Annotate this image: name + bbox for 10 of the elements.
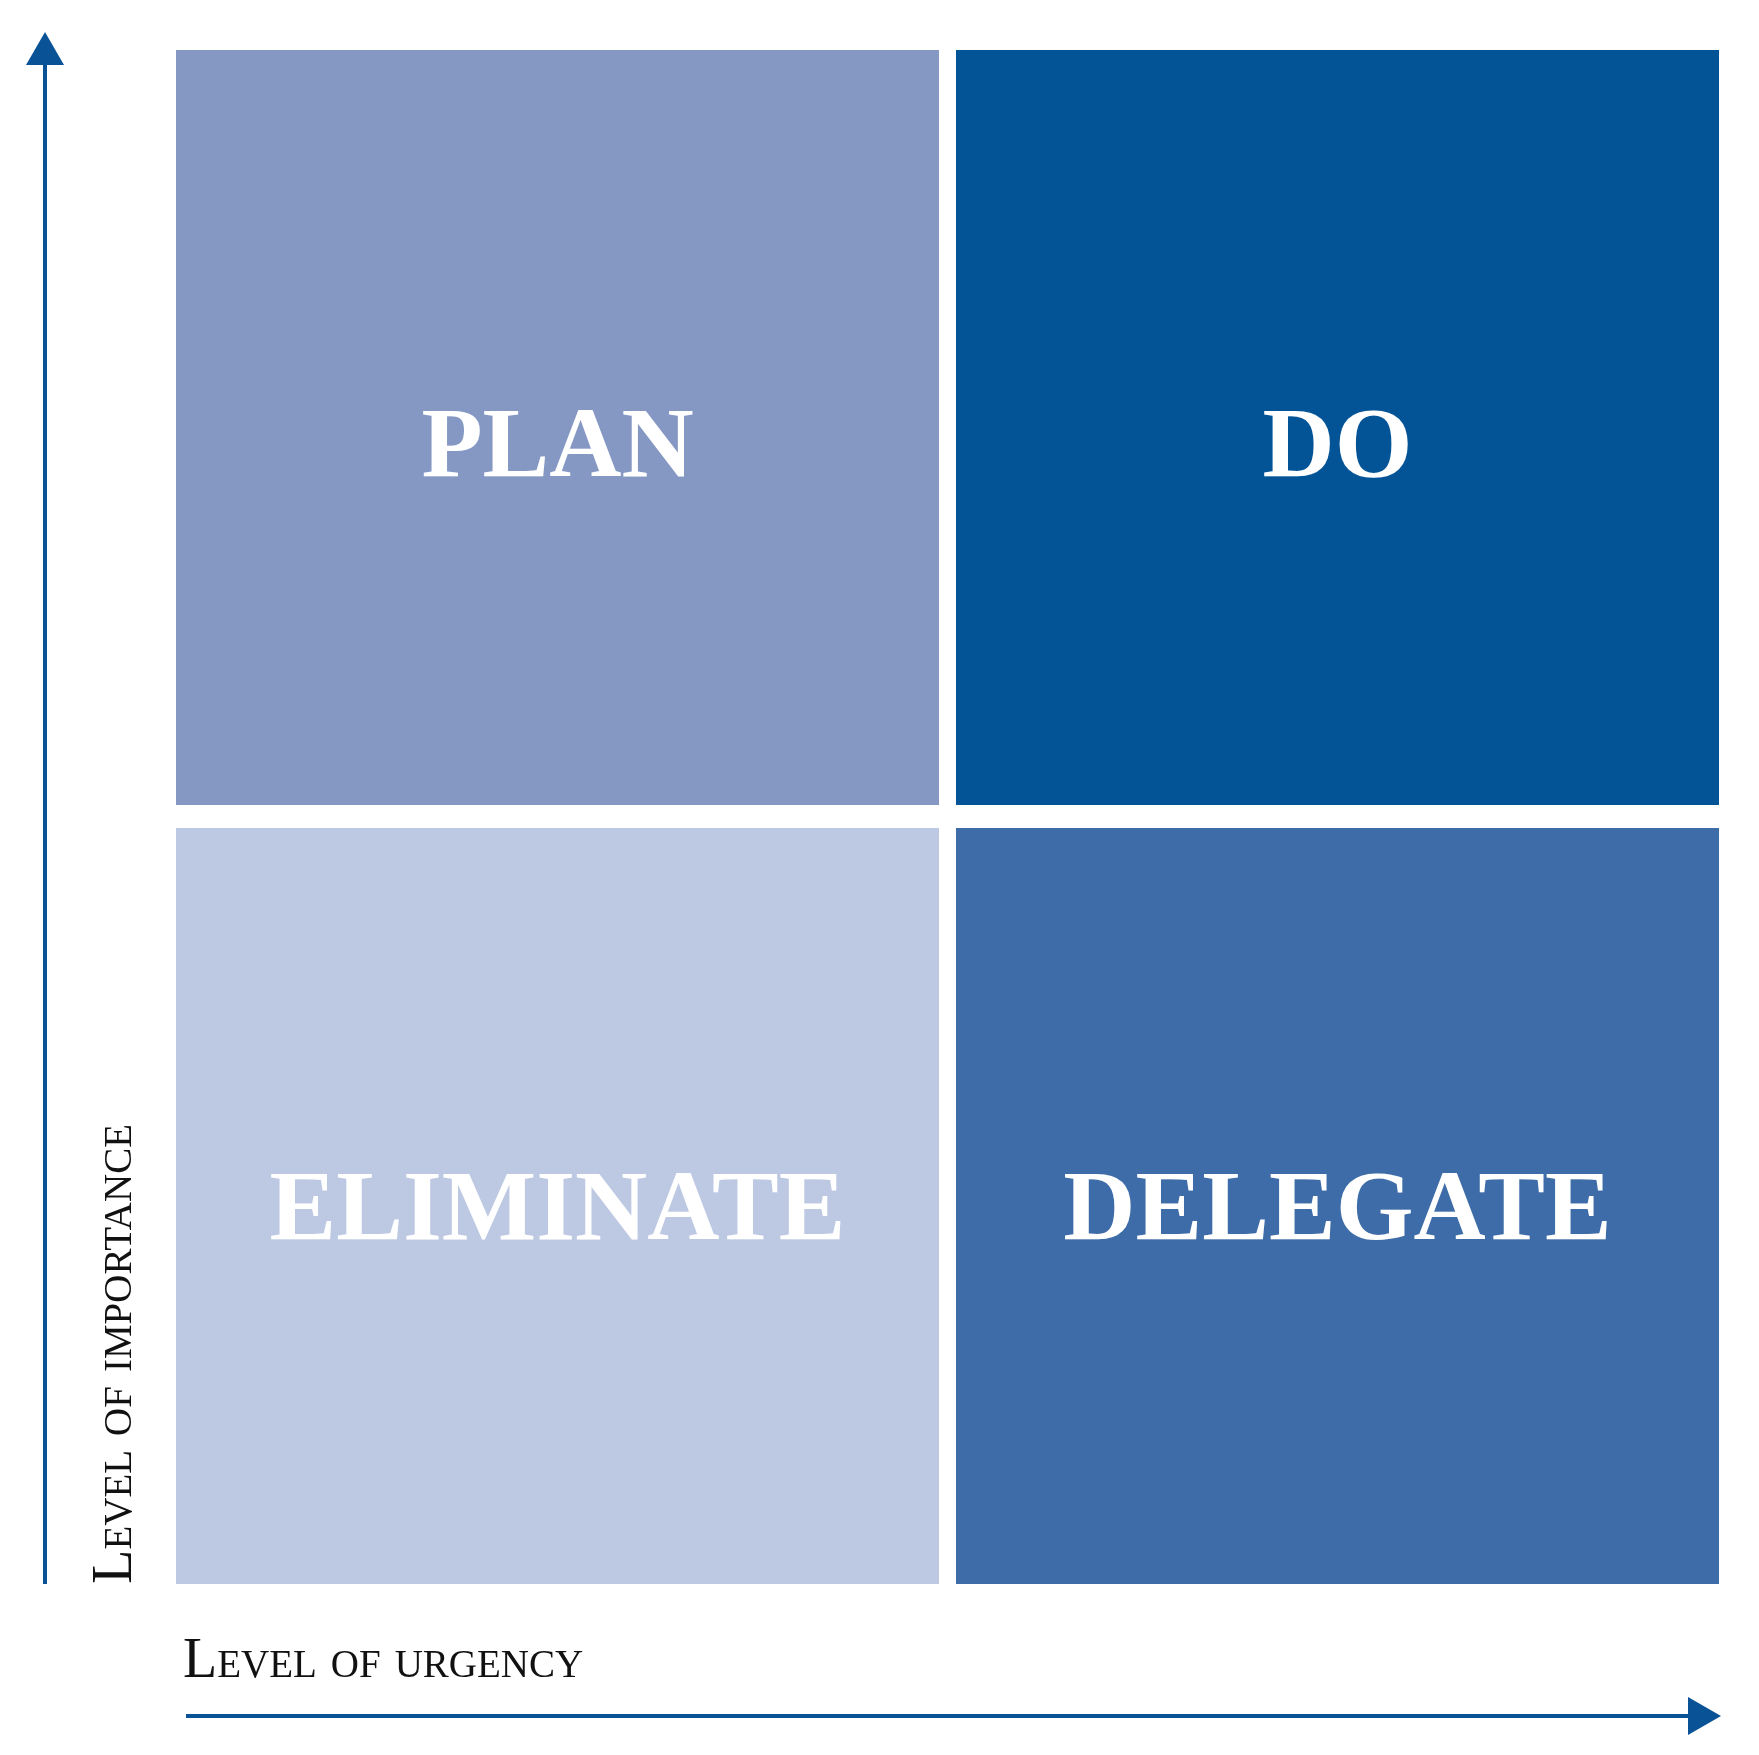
quadrant-box <box>956 50 1719 805</box>
quadrant-box <box>176 828 939 1584</box>
quadrant-title: PLAN <box>421 392 694 493</box>
quadrant-title: ELIMINATE <box>269 1156 846 1256</box>
quadrant-title: DO <box>1262 392 1413 493</box>
x-axis-label: Level of urgency <box>183 1630 584 1686</box>
quadrant-title: DELEGATE <box>1063 1156 1612 1256</box>
quadrant-box <box>956 828 1719 1584</box>
y-axis-label: Level of importance <box>84 1124 140 1584</box>
quadrant-box <box>176 50 939 805</box>
